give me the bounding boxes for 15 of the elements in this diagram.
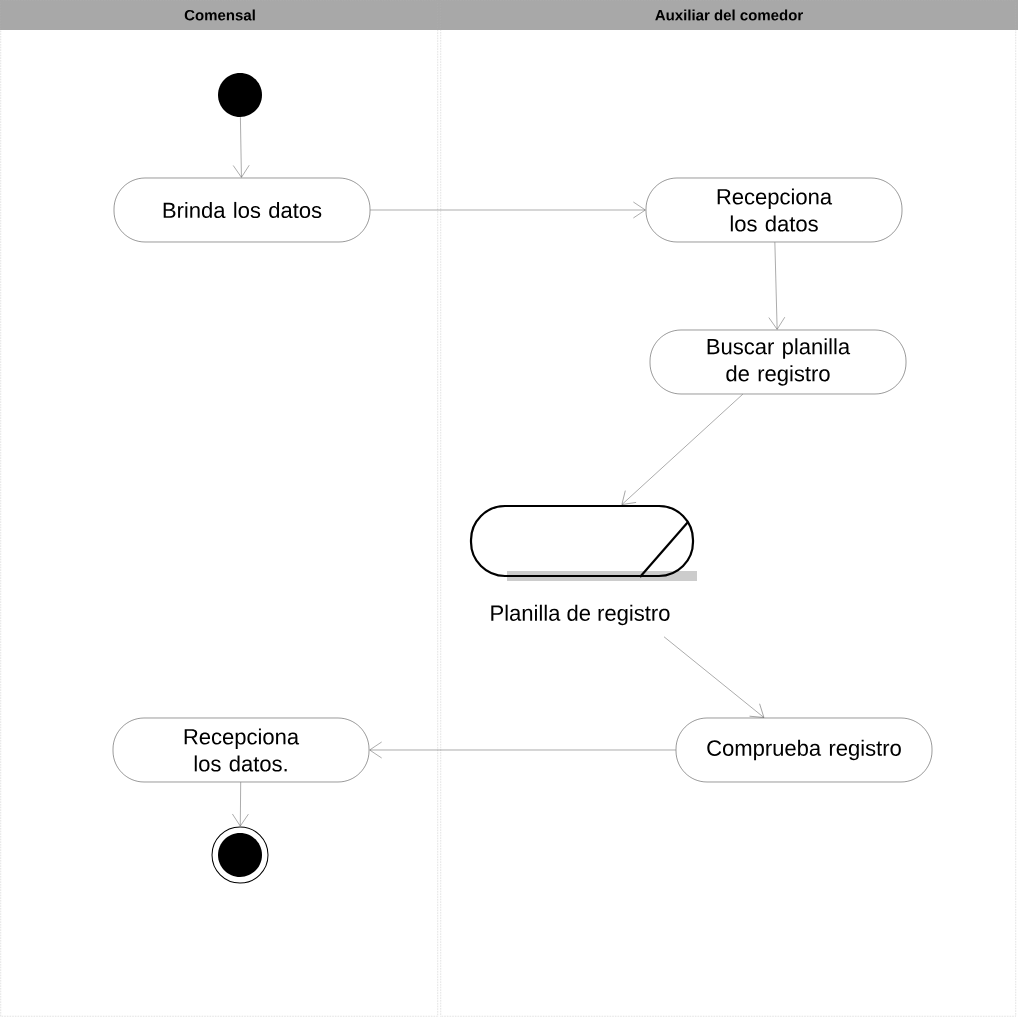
object-label: Planilla de registro [491,604,670,626]
start-node [218,73,262,117]
arrow [621,393,744,505]
activity-box: Recepciona los datos. [112,717,370,783]
arrow [663,636,765,718]
arrow [232,781,249,827]
activity-box: Recepciona los datos [645,177,903,243]
activity-box: Brinda los datos [113,177,371,243]
arrow [369,741,677,759]
arrow [768,241,786,330]
activity-box: Comprueba registro [675,717,933,783]
arrow [233,116,250,178]
arrow [369,201,646,219]
activity-box: Buscar planilla de registro [649,329,907,395]
end-node [211,826,269,884]
